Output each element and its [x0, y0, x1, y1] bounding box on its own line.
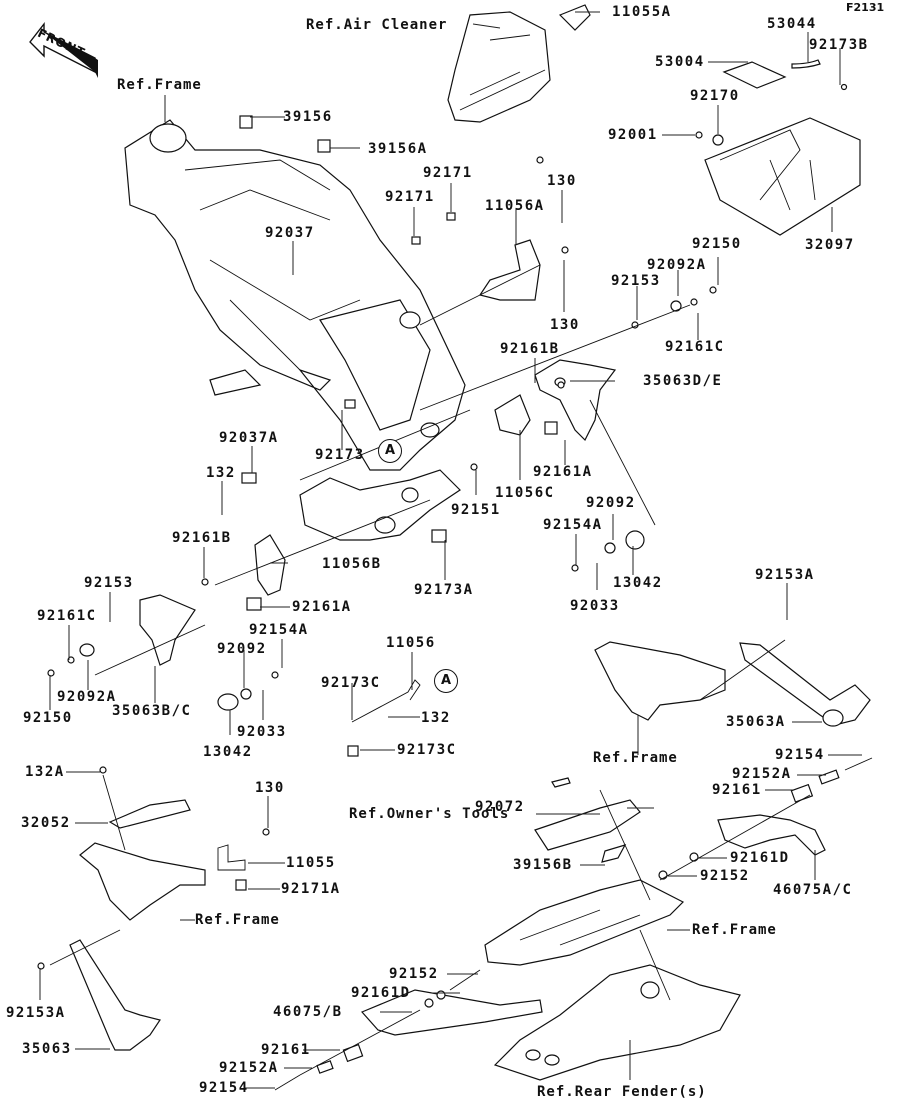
part-label-92171A[interactable]: 92171A	[281, 881, 341, 897]
part-label-130-b[interactable]: 130	[550, 317, 580, 333]
ref-owners-tools-label: Ref.Owner's Tools	[349, 806, 510, 822]
part-label-92092A-a[interactable]: 92092A	[647, 257, 707, 273]
fasteners	[37, 115, 717, 970]
part-label-35063DE[interactable]: 35063D/E	[643, 373, 723, 389]
part-label-11055[interactable]: 11055	[286, 855, 336, 871]
part-label-92161C-b[interactable]: 92161C	[37, 608, 97, 624]
rear-footpeg-bracket-right	[594, 641, 871, 727]
part-label-92154A-a[interactable]: 92154A	[543, 517, 603, 533]
part-label-92037[interactable]: 92037	[265, 225, 315, 241]
part-label-46075AC[interactable]: 46075A/C	[773, 882, 853, 898]
part-label-132-a[interactable]: 132	[206, 465, 236, 481]
footpeg-bracket-left-front	[47, 534, 286, 711]
part-label-92150-a[interactable]: 92150	[692, 236, 742, 252]
part-label-92161A-a[interactable]: 92161A	[533, 464, 593, 480]
part-label-92092-a[interactable]: 92092	[586, 495, 636, 511]
part-label-35063A[interactable]: 35063A	[726, 714, 786, 730]
part-label-130-a[interactable]: 130	[547, 173, 577, 189]
part-label-92001[interactable]: 92001	[608, 127, 658, 143]
part-label-92161-b[interactable]: 92161	[261, 1042, 311, 1058]
part-label-92170[interactable]: 92170	[690, 88, 740, 104]
part-label-92161D-b[interactable]: 92161D	[351, 985, 411, 1001]
part-label-92037A[interactable]: 92037A	[219, 430, 279, 446]
part-label-92173A[interactable]: 92173A	[414, 582, 474, 598]
rear-footpeg-left	[274, 989, 543, 1091]
leader-lines	[39, 11, 862, 1089]
part-label-92153-b[interactable]: 92153	[84, 575, 134, 591]
stay-11056-part	[347, 679, 421, 757]
battery-case-part	[695, 59, 861, 236]
part-label-92152A-a[interactable]: 92152A	[732, 766, 792, 782]
pivot-bracket-part	[299, 469, 461, 541]
air-cleaner-part	[447, 4, 591, 123]
part-label-11056[interactable]: 11056	[386, 635, 436, 651]
part-label-35063BC[interactable]: 35063B/C	[112, 703, 192, 719]
part-label-92154-b[interactable]: 92154	[199, 1080, 249, 1096]
part-label-92152A-b[interactable]: 92152A	[219, 1060, 279, 1076]
part-label-11056A[interactable]: 11056A	[485, 198, 545, 214]
rear-frame-tray-part	[484, 879, 685, 966]
part-label-13042-b[interactable]: 13042	[203, 744, 253, 760]
part-label-92154A-b[interactable]: 92154A	[249, 622, 309, 638]
part-label-92161D-a[interactable]: 92161D	[730, 850, 790, 866]
part-label-53044[interactable]: 53044	[767, 16, 817, 32]
part-label-92173C-b[interactable]: 92173C	[397, 742, 457, 758]
part-label-13042-a[interactable]: 13042	[613, 575, 663, 591]
ref-frame-top-label: Ref.Frame	[117, 77, 202, 93]
part-label-92153A-b[interactable]: 92153A	[6, 1005, 66, 1021]
part-label-92161A-b[interactable]: 92161A	[292, 599, 352, 615]
part-label-92033-b[interactable]: 92033	[237, 724, 287, 740]
part-label-92161B-a[interactable]: 92161B	[500, 341, 560, 357]
part-label-11056C[interactable]: 11056C	[495, 485, 555, 501]
bracket-11056A-part	[479, 239, 541, 301]
part-label-92092-b[interactable]: 92092	[217, 641, 267, 657]
part-label-92161C-a[interactable]: 92161C	[665, 339, 725, 355]
part-label-92154-a[interactable]: 92154	[775, 747, 825, 763]
ref-rear-fender-label: Ref.Rear Fender(s)	[537, 1084, 707, 1100]
part-label-92173B[interactable]: 92173B	[809, 37, 869, 53]
part-label-39156A[interactable]: 39156A	[368, 141, 428, 157]
callout-marker-a-2: A	[434, 669, 458, 693]
part-label-132-b[interactable]: 132	[421, 710, 451, 726]
part-label-92171-a[interactable]: 92171	[423, 165, 473, 181]
part-label-132A[interactable]: 132A	[25, 764, 65, 780]
part-label-92153-a[interactable]: 92153	[611, 273, 661, 289]
part-label-39156B[interactable]: 39156B	[513, 857, 573, 873]
footpeg-bracket-right-front	[494, 359, 617, 442]
part-label-92151[interactable]: 92151	[451, 502, 501, 518]
part-label-53004[interactable]: 53004	[655, 54, 705, 70]
part-label-92171-b[interactable]: 92171	[385, 189, 435, 205]
figure-id: F2131	[846, 1, 885, 14]
part-label-92161-a[interactable]: 92161	[712, 782, 762, 798]
part-label-92092A-b[interactable]: 92092A	[57, 689, 117, 705]
part-label-32097[interactable]: 32097	[805, 237, 855, 253]
part-label-130-c[interactable]: 130	[255, 780, 285, 796]
part-label-92152-b[interactable]: 92152	[389, 966, 439, 982]
rear-footpeg-bracket-left	[69, 799, 247, 1051]
rear-fender-part	[493, 964, 741, 1081]
ref-frame-mid-right-label: Ref.Frame	[593, 750, 678, 766]
part-label-92161B-b[interactable]: 92161B	[172, 530, 232, 546]
part-label-46075B[interactable]: 46075/B	[273, 1004, 343, 1020]
front-arrow-icon	[29, 21, 98, 78]
part-label-92072[interactable]: 92072	[475, 799, 525, 815]
callout-marker-a-1: A	[378, 439, 402, 463]
part-label-39156[interactable]: 39156	[283, 109, 333, 125]
part-label-92173C-a[interactable]: 92173C	[321, 675, 381, 691]
ref-air-cleaner-label: Ref.Air Cleaner	[306, 17, 448, 33]
part-label-92153A-a[interactable]: 92153A	[755, 567, 815, 583]
part-label-32052[interactable]: 32052	[21, 815, 71, 831]
ref-frame-lower-left-label: Ref.Frame	[195, 912, 280, 928]
part-label-11055A[interactable]: 11055A	[612, 4, 672, 20]
part-label-92033-a[interactable]: 92033	[570, 598, 620, 614]
part-label-92152-a[interactable]: 92152	[700, 868, 750, 884]
main-frame-part	[124, 119, 466, 471]
ref-frame-lower-right-label: Ref.Frame	[692, 922, 777, 938]
rear-footpeg-right	[658, 757, 873, 880]
tool-kit-part	[534, 777, 641, 863]
part-label-35063[interactable]: 35063	[22, 1041, 72, 1057]
part-label-92173[interactable]: 92173	[315, 447, 365, 463]
part-label-11056B[interactable]: 11056B	[322, 556, 382, 572]
part-label-92150-b[interactable]: 92150	[23, 710, 73, 726]
